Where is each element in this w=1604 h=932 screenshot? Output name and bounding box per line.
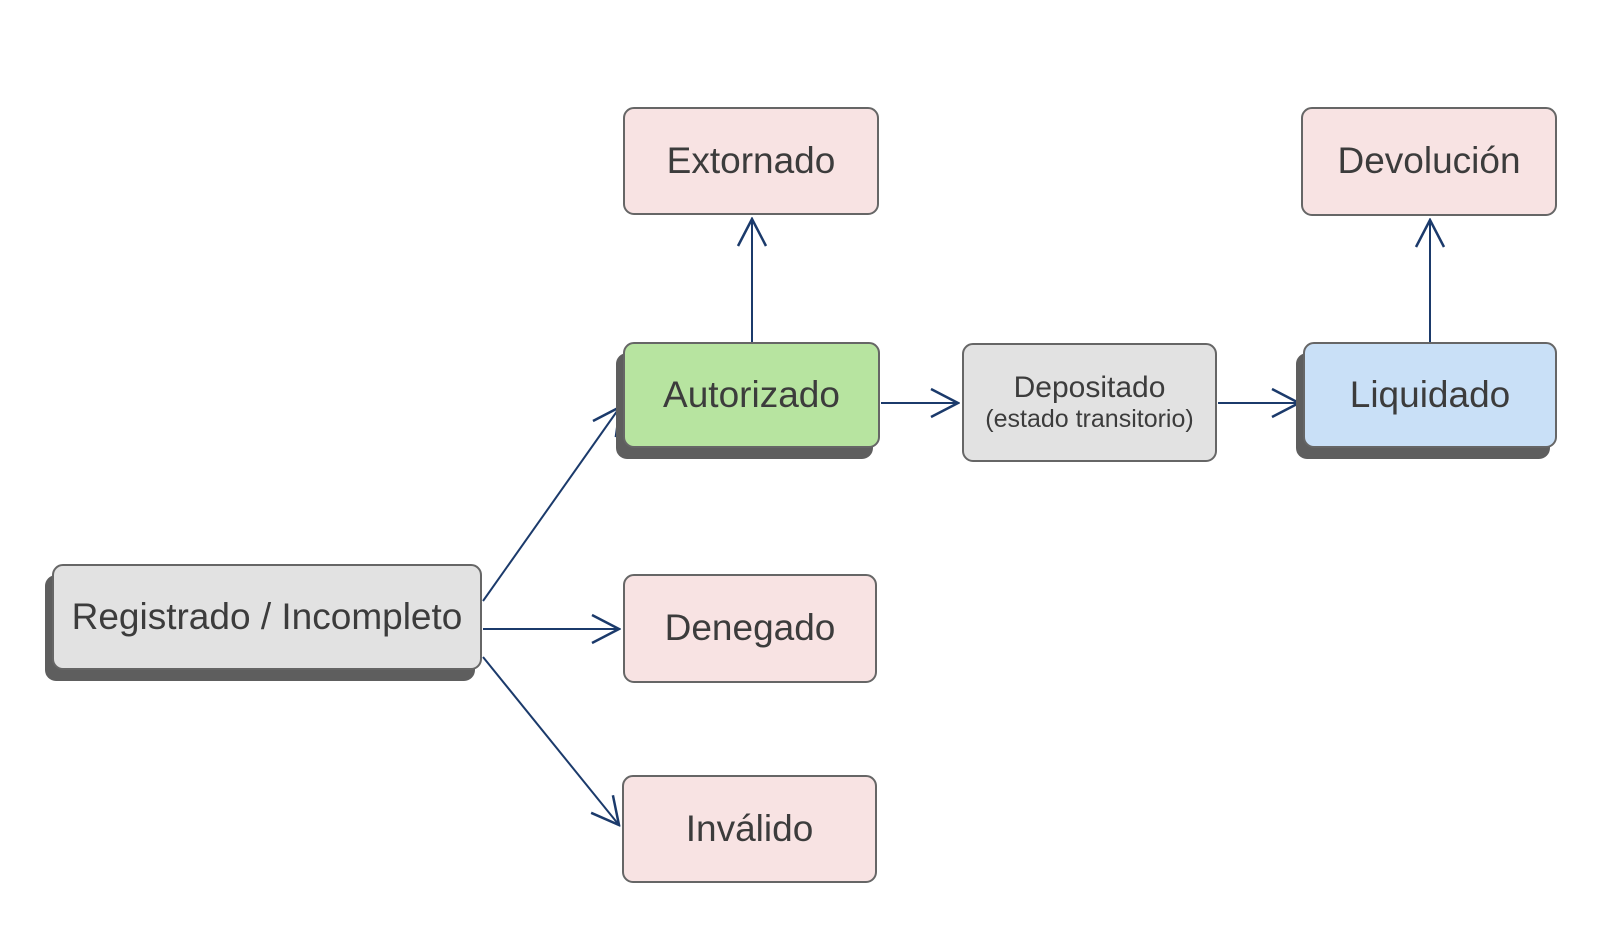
state-label: Registrado / Incompleto	[71, 595, 463, 637]
state-node-devolucion: Devolución	[1301, 107, 1557, 216]
state-label: Extornado	[666, 139, 836, 181]
state-label: Liquidado	[1349, 373, 1511, 415]
state-label: Inválido	[685, 807, 814, 849]
state-node-depositado: Depositado (estado transitorio)	[962, 343, 1217, 462]
edge-registrado-autorizado	[482, 407, 620, 602]
state-node-registrado-incompleto: Registrado / Incompleto	[52, 564, 482, 670]
state-sublabel: (estado transitorio)	[985, 405, 1194, 434]
edge-registrado-invalido	[482, 656, 619, 825]
state-node-extornado: Extornado	[623, 107, 879, 215]
state-node-invalido: Inválido	[622, 775, 877, 883]
state-label: Denegado	[664, 607, 836, 649]
state-node-autorizado: Autorizado	[623, 342, 880, 448]
state-node-liquidado: Liquidado	[1303, 342, 1557, 448]
state-node-denegado: Denegado	[623, 574, 877, 683]
state-label: Autorizado	[663, 373, 840, 415]
state-label: Devolución	[1337, 140, 1521, 182]
state-label: Depositado	[1013, 370, 1166, 404]
